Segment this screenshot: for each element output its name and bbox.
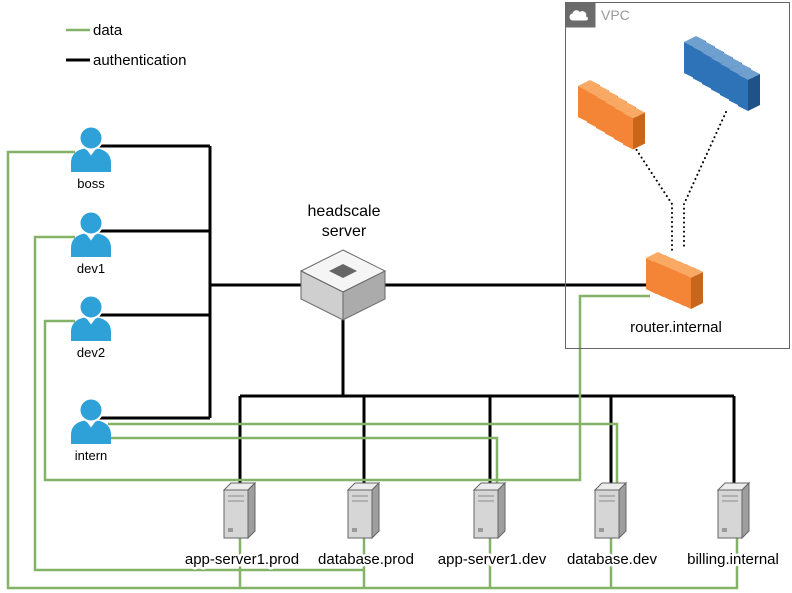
- user-node-dev2: dev2: [70, 294, 112, 360]
- server-label-appserver1prod: app-server1.prod: [185, 551, 299, 568]
- user-label-dev2: dev2: [77, 345, 105, 360]
- data-edge-intern-databasedev: [108, 422, 619, 488]
- vpc-border: [565, 2, 790, 349]
- servers-row: app-server1.prod database.prod app-serve…: [182, 482, 781, 571]
- data-edge-boss-all: [6, 150, 739, 590]
- data-edge-intern-appserver1dev: [108, 436, 499, 488]
- server-label-databasedev: database.dev: [567, 551, 658, 568]
- legend-data-label: data: [93, 22, 123, 39]
- users-column: boss dev1 dev2 intern: [70, 125, 112, 463]
- cube-icon: [299, 249, 387, 321]
- server-label-databaseprod: database.prod: [318, 551, 414, 568]
- server-node-appserver1dev: app-server1.dev: [435, 482, 549, 571]
- user-node-boss: boss: [70, 125, 112, 191]
- cube-right-face: [342, 270, 386, 321]
- server-icon: [717, 482, 750, 539]
- data-edges: [6, 150, 739, 590]
- dotted-link-orange-router: [633, 145, 673, 251]
- server-icon: [223, 482, 256, 539]
- auth-edges: [95, 144, 736, 488]
- instances-stack-orange-icon: [578, 80, 645, 150]
- server-label-appserver1dev: app-server1.dev: [438, 551, 547, 568]
- server-label-billinginternal: billing.internal: [687, 551, 779, 568]
- user-icon: [70, 397, 112, 445]
- server-node-appserver1prod: app-server1.prod: [182, 482, 302, 571]
- server-icon: [347, 482, 380, 539]
- headscale-node: headscale server: [299, 203, 387, 321]
- server-icon: [473, 482, 506, 539]
- user-node-dev1: dev1: [70, 210, 112, 276]
- legend: data authentication: [66, 22, 186, 69]
- user-icon: [70, 210, 112, 258]
- legend-auth-label: authentication: [93, 52, 186, 69]
- server-node-databasedev: database.dev: [564, 482, 660, 571]
- server-icon: [594, 482, 627, 539]
- data-edge-dev2-router: [43, 294, 650, 482]
- user-label-dev1: dev1: [77, 261, 105, 276]
- vpc-group: VPC r: [565, 2, 790, 349]
- user-node-intern: intern: [70, 397, 112, 463]
- instances-stack-blue-icon: [684, 36, 760, 111]
- router-internal-icon: [646, 252, 703, 309]
- server-node-databaseprod: database.prod: [316, 482, 416, 571]
- router-internal-label: router.internal: [630, 319, 722, 336]
- vpc-title: VPC: [601, 7, 630, 23]
- vpc-dotted-links: [633, 111, 727, 251]
- server-node-billinginternal: billing.internal: [685, 482, 781, 571]
- user-label-boss: boss: [77, 176, 105, 191]
- user-label-intern: intern: [75, 448, 108, 463]
- dotted-link-blue-router: [683, 111, 727, 251]
- user-icon: [70, 125, 112, 173]
- cloud-icon: [569, 10, 589, 21]
- cube-top-diamond: [329, 264, 357, 278]
- user-icon: [70, 294, 112, 342]
- headscale-label-line1: headscale: [308, 203, 381, 220]
- data-edge-dev1-prod: [33, 235, 364, 572]
- headscale-label-line2: server: [322, 223, 367, 240]
